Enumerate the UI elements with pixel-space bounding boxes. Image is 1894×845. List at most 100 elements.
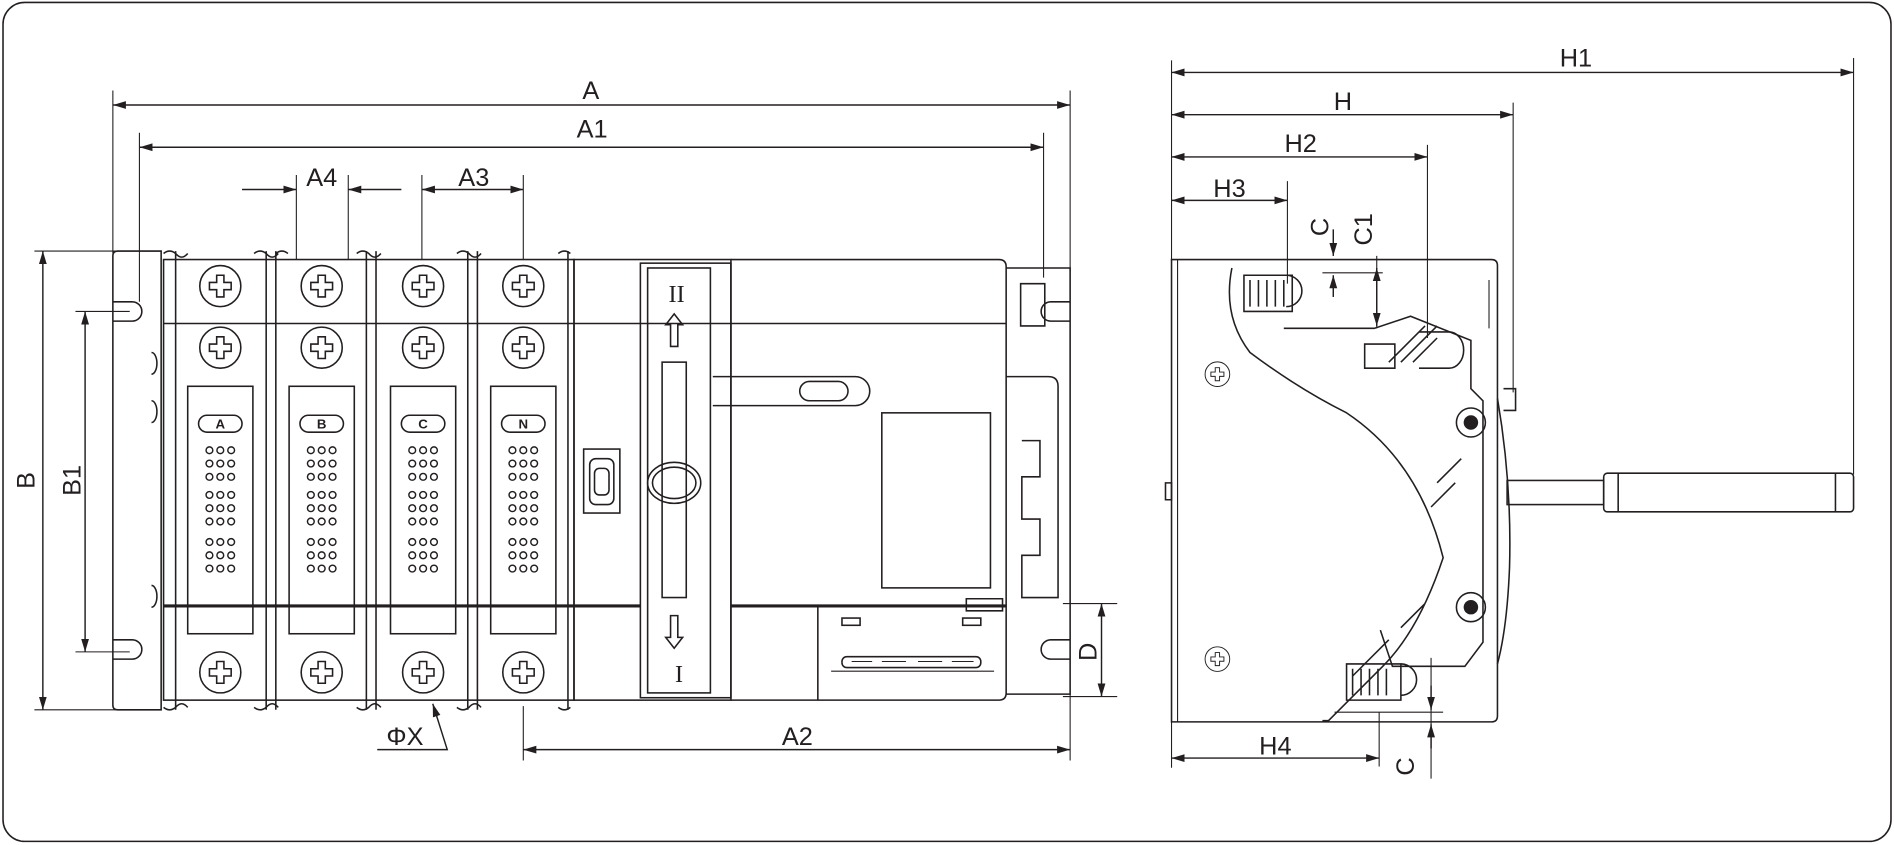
vent-hole <box>317 446 326 455</box>
vent-hole <box>306 551 315 560</box>
side-dimensions: H1 H H2 H3 C C1 H4 C <box>1170 44 1855 779</box>
vent-hole <box>216 459 225 468</box>
internal-mechanism <box>1228 267 1484 722</box>
vent-hole <box>317 551 326 560</box>
operating-handle-knob[interactable] <box>646 461 702 505</box>
pole-label-pill <box>400 414 446 433</box>
vent-hole <box>429 490 439 500</box>
vent-hole <box>519 551 528 560</box>
dim-h4-label: H4 <box>1259 732 1291 760</box>
vent-hole <box>530 564 539 573</box>
vent-hole <box>227 446 236 455</box>
vent-hole <box>429 446 439 455</box>
vent-hole <box>418 472 428 481</box>
vent-hole <box>328 490 337 500</box>
pole-separators <box>163 250 571 711</box>
main-body <box>712 258 1071 701</box>
side-view <box>1164 258 1855 723</box>
vent-hole <box>429 564 439 573</box>
vent-hole <box>306 504 315 513</box>
vent-hole <box>508 490 517 500</box>
vent-hole <box>519 537 528 547</box>
vent-hole <box>328 459 337 468</box>
terminal-screw-icon <box>401 264 445 308</box>
pole-a: A <box>186 264 254 694</box>
vent-hole <box>519 446 528 455</box>
vent-hole <box>519 490 528 500</box>
vent-hole <box>306 537 315 547</box>
pole-label-pill <box>500 414 546 433</box>
terminal-screw-icon <box>300 651 344 694</box>
dim-h2-label: H2 <box>1284 130 1316 158</box>
dim-c1-label: C1 <box>1350 213 1378 245</box>
vent-hole <box>227 472 236 481</box>
vent-hole <box>205 504 214 513</box>
vent-hole <box>328 537 337 547</box>
vent-hole <box>317 472 326 481</box>
arrow-up-icon <box>664 312 685 348</box>
vent-hole <box>429 472 439 481</box>
vent-hole <box>328 517 337 526</box>
vent-hole <box>317 537 326 547</box>
vent-hole <box>530 459 539 468</box>
vent-hole <box>408 517 417 526</box>
pole-label-pill <box>197 414 243 433</box>
vent-hole <box>306 490 315 500</box>
dim-b-label: B <box>12 472 40 489</box>
dim-a1-label: A1 <box>577 116 608 144</box>
vent-hole <box>519 564 528 573</box>
handle-position-i: I <box>675 661 683 688</box>
vent-hole <box>205 537 214 547</box>
pole-c: C <box>389 264 457 694</box>
front-dimensions: A A1 A4 A3 A2 B B1 ΦX D <box>12 77 1118 761</box>
vent-hole <box>317 459 326 468</box>
dim-h-label: H <box>1334 88 1352 116</box>
right-bracket <box>1006 267 1071 695</box>
vent-hole <box>227 517 236 526</box>
handle-section: II I <box>573 258 732 701</box>
vent-hole <box>530 517 539 526</box>
vent-hole <box>328 551 337 560</box>
dim-phix-label: ΦX <box>386 723 423 751</box>
mounting-screw-top <box>1204 361 1231 387</box>
vent-hole <box>317 490 326 500</box>
vent-hole <box>205 551 214 560</box>
extended-handle-shaft <box>1506 479 1605 506</box>
dim-a4-label: A4 <box>306 164 337 192</box>
dim-a3-label: A3 <box>458 164 489 192</box>
vent-hole <box>530 551 539 560</box>
vent-hole <box>408 564 417 573</box>
dim-b1-label: B1 <box>58 465 86 496</box>
vent-hole <box>418 504 428 513</box>
terminal-screw-icon <box>198 264 242 308</box>
vent-hole <box>317 564 326 573</box>
arrow-down-icon <box>664 614 685 650</box>
vent-hole <box>418 564 428 573</box>
terminal-screw-icon <box>401 326 445 369</box>
pole-n: N <box>489 264 557 694</box>
pole-b: B <box>288 264 356 694</box>
terminal-screw-icon <box>501 651 545 694</box>
dim-a2-label: A2 <box>782 723 813 751</box>
vent-hole <box>306 472 315 481</box>
extended-handle-grip[interactable] <box>1602 472 1855 513</box>
dim-d-label: D <box>1075 643 1103 661</box>
vent-hole <box>328 472 337 481</box>
vent-hole <box>408 504 417 513</box>
vent-hole <box>328 504 337 513</box>
dim-c-bottom-label: C <box>1392 757 1420 775</box>
vent-hole <box>429 504 439 513</box>
vent-hole <box>328 564 337 573</box>
vent-hole <box>530 472 539 481</box>
pole-label: B <box>317 417 327 432</box>
vent-hole <box>519 459 528 468</box>
pole-cover <box>489 385 557 635</box>
vent-hole <box>216 446 225 455</box>
vent-hole <box>508 564 517 573</box>
vent-hole <box>519 504 528 513</box>
terminal-screw-icon <box>401 651 445 694</box>
vent-hole <box>306 446 315 455</box>
vent-hole <box>530 504 539 513</box>
